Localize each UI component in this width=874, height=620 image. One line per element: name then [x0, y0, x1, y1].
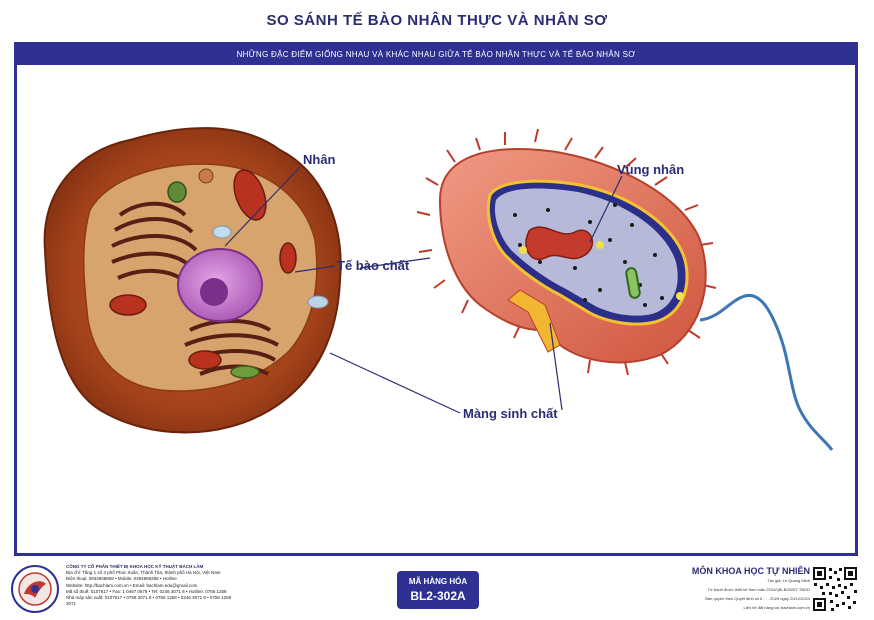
product-code-label: MÃ HÀNG HÓA: [408, 577, 468, 586]
lysosome: [167, 181, 187, 203]
label-nucleus: Nhân: [303, 152, 336, 167]
meta-line: Tác giả: Lê Quang Minh: [767, 578, 810, 583]
label-cell-membrane: Màng sinh chất: [463, 406, 558, 421]
meta-line: Tờ tranh được thiết kế theo mẫu 2024/QĐ-…: [707, 587, 810, 592]
nucleolus: [200, 278, 228, 306]
label-cytoplasm: Tế bào chất: [337, 258, 410, 273]
subject-title: MÔN KHOA HỌC TỰ NHIÊN: [691, 566, 810, 576]
company-line: Điện thoại: 0934608858 • Mobile: 0394968…: [66, 576, 177, 582]
organelle: [198, 168, 214, 184]
cell-membrane-strip: [507, 289, 561, 353]
product-code-box: MÃ HÀNG HÓA BL2-302A: [397, 571, 479, 609]
company-line: Nhà máy sản xuất: 0107617 • 0756 3071 8 …: [66, 595, 232, 607]
company-line: Mã số thuế: 0107617 • Fax: 1 0467 0678 •…: [66, 588, 227, 594]
company-logo-icon: [11, 565, 59, 613]
pili: [416, 128, 717, 376]
inclusion: [519, 246, 527, 254]
label-nucleoid: Vùng nhân: [617, 162, 684, 177]
company-info: CÔNG TY CỔ PHẦN THIẾT BỊ KHOA HỌC KỸ THU…: [10, 562, 240, 618]
plasmid: [625, 267, 641, 299]
diagram-frame: NHỮNG ĐẶC ĐIỂM GIỐNG NHAU VÀ KHÁC NHAU G…: [14, 42, 858, 556]
meta-line: Bản quyền theo Quyết định số 6 . . . 202…: [705, 596, 810, 601]
subtitle-bar: NHỮNG ĐẶC ĐIỂM GIỐNG NHAU VÀ KHÁC NHAU G…: [17, 45, 855, 65]
flagellum: [699, 293, 834, 451]
mitochondrion: [233, 169, 267, 221]
nucleoid-dna: [525, 226, 594, 261]
page-title: SO SÁNH TẾ BÀO NHÂN THỰC VÀ NHÂN SƠ: [266, 12, 608, 29]
vacuole: [212, 225, 232, 239]
company-line: Website: http://bachlam.com.vn • Email: …: [66, 582, 198, 588]
leader-lines: [224, 166, 623, 414]
inclusion: [676, 292, 684, 300]
mitochondrion: [188, 350, 222, 370]
product-code: BL2-302A: [410, 589, 466, 603]
company-text: CÔNG TY CỔ PHẦN THIẾT BỊ KHOA HỌC KỸ THU…: [66, 564, 240, 607]
eukaryotic-cell: [43, 127, 342, 434]
vesicle: [230, 365, 260, 379]
inclusion: [596, 241, 604, 249]
vacuole: [307, 295, 329, 309]
company-name: CÔNG TY CỔ PHẦN THIẾT BỊ KHOA HỌC KỸ THU…: [66, 564, 204, 569]
mitochondrion: [279, 242, 297, 274]
company-line: Địa chỉ: Tầng 1 số 3 phố Phúc Xuân, Thàn…: [66, 570, 221, 576]
qr-code-icon: [812, 566, 858, 612]
mitochondrion: [109, 294, 147, 316]
meta-line: Liên hệ đặt hàng tại: bachlam.com.vn: [743, 605, 811, 610]
prokaryotic-cell: [416, 128, 834, 451]
subject-info: MÔN KHOA HỌC TỰ NHIÊN Tác giả: Lê Quang …: [650, 566, 810, 616]
